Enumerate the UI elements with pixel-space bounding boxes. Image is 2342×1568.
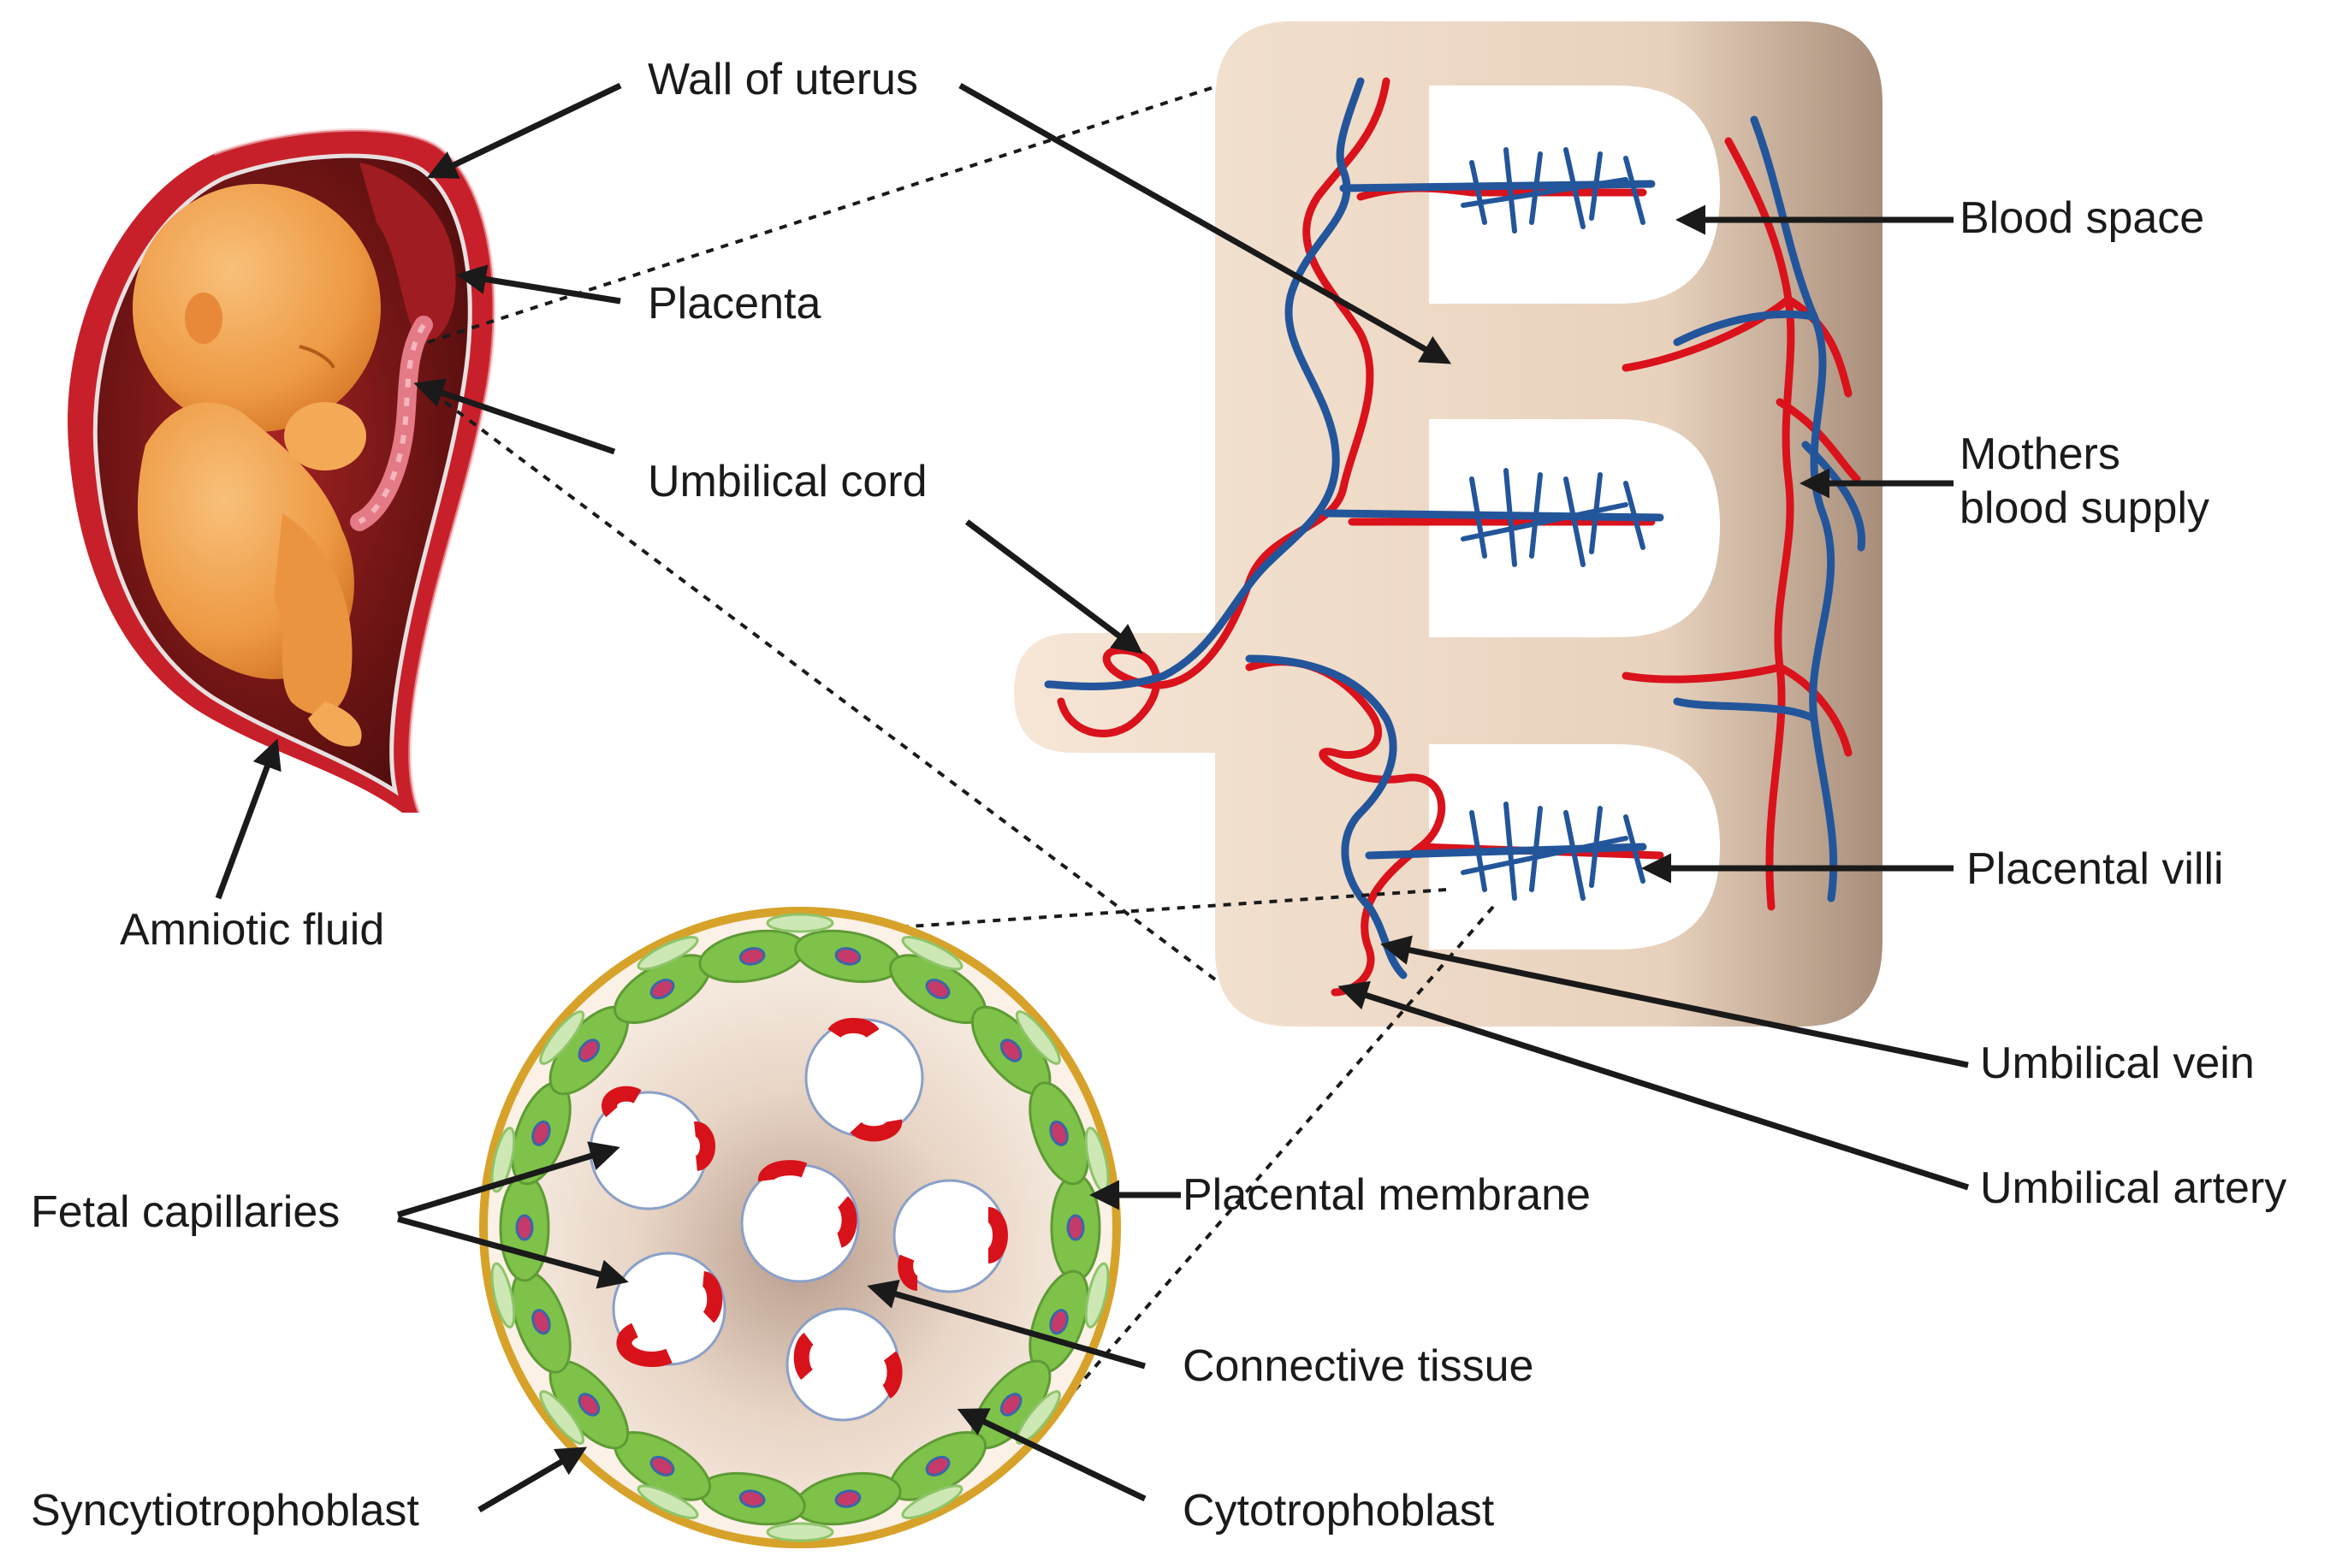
cell-nucleus	[649, 1455, 675, 1476]
syncytiotrophoblast-cell	[901, 935, 963, 971]
label-fetal-capillaries: Fetal capillaries	[31, 1187, 341, 1237]
cell-nucleus	[578, 1393, 601, 1417]
label-connective-tissue: Connective tissue	[1183, 1341, 1534, 1391]
cell-nucleus	[834, 947, 862, 966]
cell-nucleus	[834, 1489, 862, 1508]
cell-nucleus	[925, 979, 951, 1000]
zoom-lines-villus	[821, 888, 1495, 1447]
syncytiotrophoblast-cell	[766, 1522, 834, 1542]
label-amniotic-fluid: Amniotic fluid	[120, 905, 385, 955]
label-umbilical-vein: Umbilical vein	[1980, 1038, 2255, 1088]
syncytiotrophoblast-cell	[490, 1262, 516, 1328]
syncytiotrophoblast-cell	[637, 1484, 699, 1520]
umbilical-vein-vessel	[1044, 77, 1866, 979]
syncytiotrophoblast-cell	[766, 913, 834, 933]
syncytiotrophoblast-cell	[1015, 1010, 1061, 1065]
syncytiotrophoblast-cell	[1084, 1262, 1110, 1328]
syncytiotrophoblast-cell	[1015, 1390, 1061, 1445]
cell-nucleus	[531, 1309, 551, 1335]
label-placental-membrane: Placental membrane	[1183, 1170, 1591, 1220]
syncytiotrophoblast-cells	[490, 913, 1110, 1542]
label-mothers-blood-supply: Mothers blood supply	[1960, 429, 2209, 534]
label-wall-of-uterus: Wall of uterus	[648, 55, 918, 104]
fetal-capillaries	[589, 1017, 1008, 1422]
label-placenta: Placenta	[648, 279, 821, 328]
label-placental-villi: Placental villi	[1966, 844, 2224, 894]
cell-nucleus	[515, 1214, 534, 1241]
placenta-villi-illustration	[1014, 21, 1882, 1027]
cell-nucleus	[925, 1455, 951, 1476]
cell-nucleus	[999, 1393, 1023, 1417]
fetus-icon	[133, 184, 381, 747]
cell-nucleus	[1049, 1309, 1069, 1335]
cell-nucleus	[738, 947, 766, 966]
syncytiotrophoblast-cell	[539, 1390, 585, 1445]
cell-nucleus	[649, 979, 675, 1000]
label-umbilical-artery: Umbilical artery	[1980, 1163, 2287, 1213]
label-blood-space: Blood space	[1960, 193, 2205, 243]
villus-cross-section-illustration	[479, 907, 1121, 1548]
label-arrows	[215, 82, 1970, 1513]
syncytiotrophoblast-cell	[539, 1010, 585, 1065]
syncytiotrophoblast-cell	[637, 935, 699, 971]
fetus-in-uterus-illustration	[68, 127, 496, 814]
syncytiotrophoblast-cell	[901, 1484, 963, 1520]
cell-nucleus	[738, 1489, 766, 1508]
cell-nucleus	[999, 1038, 1023, 1062]
cell-nucleus	[578, 1038, 601, 1062]
label-cytotrophoblast: Cytotrophoblast	[1183, 1486, 1495, 1535]
cell-nucleus	[1049, 1120, 1069, 1146]
placental-villi-branches	[1461, 147, 1645, 901]
syncytiotrophoblast-cell	[490, 1127, 516, 1193]
cytotrophoblast-cells	[499, 929, 1101, 1526]
cell-nucleus	[531, 1120, 551, 1146]
cell-nucleus	[1066, 1214, 1085, 1241]
label-umbilical-cord: Umbilical cord	[648, 457, 928, 506]
zoom-lines-placenta	[427, 80, 1233, 981]
label-syncytiotrophoblast: Syncytiotrophoblast	[31, 1486, 419, 1535]
